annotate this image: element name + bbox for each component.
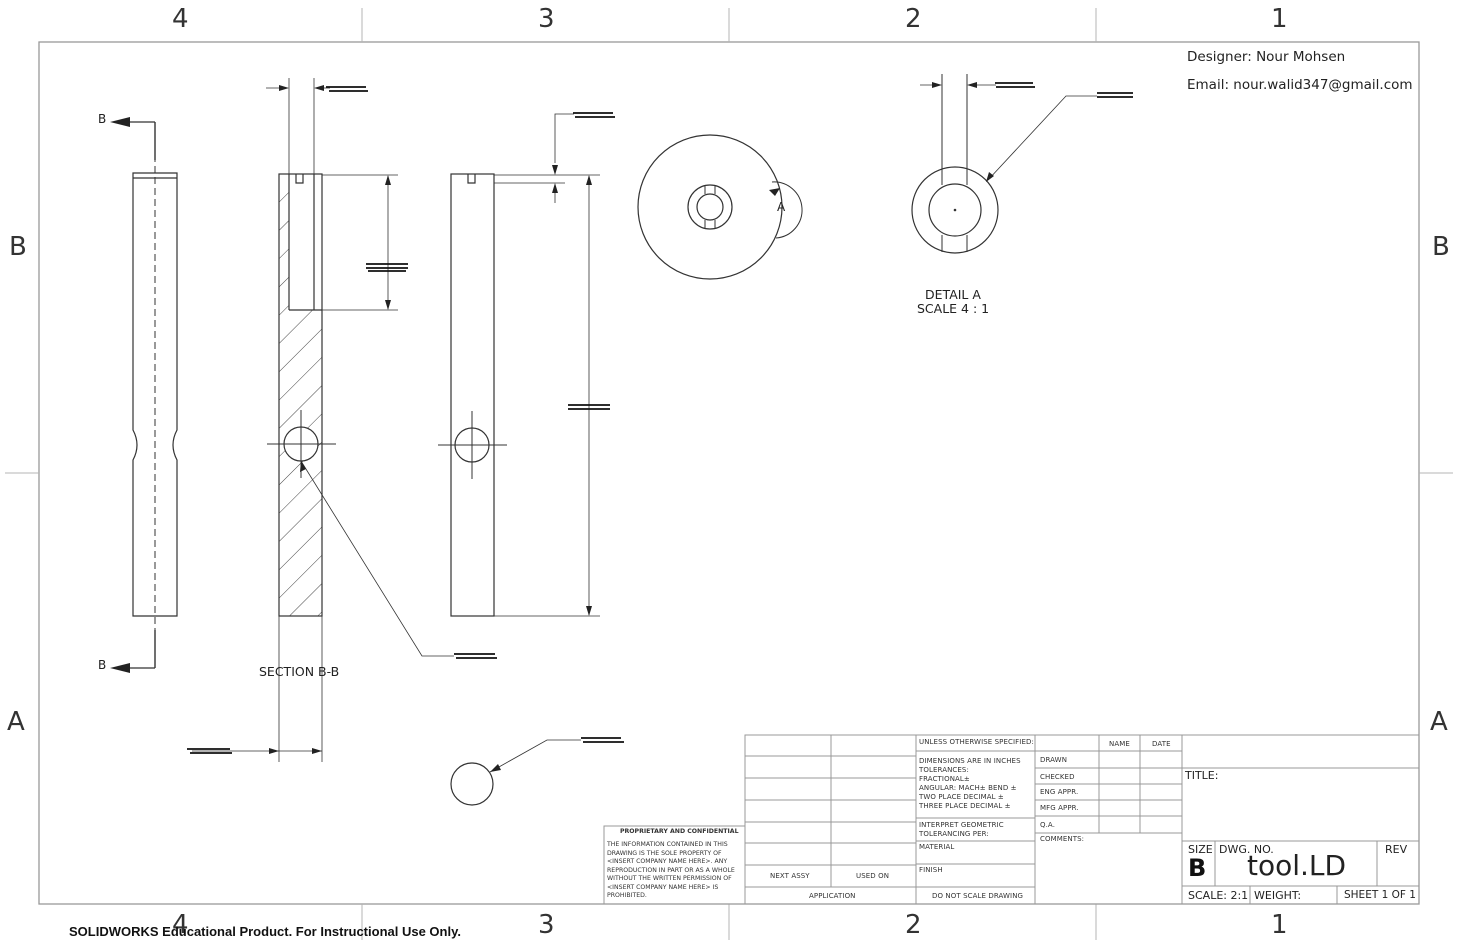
- size-label: SIZE: [1188, 843, 1213, 856]
- detail-a-view: [911, 74, 1097, 254]
- proprietary-line: REPRODUCTION IN PART OR AS A WHOLE: [607, 867, 735, 874]
- rev-label: REV: [1385, 843, 1408, 856]
- zone-col-bottom-3: 3: [538, 910, 555, 940]
- zone-col-bottom-1: 1: [1271, 910, 1288, 940]
- proprietary-line: THE INFORMATION CONTAINED IN THIS: [607, 841, 728, 848]
- sheet-label: SHEET 1 OF 1: [1344, 889, 1416, 901]
- qa-label: Q.A.: [1040, 821, 1056, 829]
- detail-marker-letter: A: [777, 200, 786, 214]
- comments-label: COMMENTS:: [1040, 835, 1085, 843]
- size-value: B: [1188, 854, 1207, 882]
- title-block-grid: [603, 734, 1420, 905]
- top-view: [637, 134, 803, 280]
- cut-label-top: B: [98, 112, 107, 126]
- zone-row-left-b: B: [9, 232, 27, 262]
- detail-title: DETAIL A: [925, 287, 981, 302]
- section-label: SECTION B-B: [259, 664, 340, 679]
- zone-row-right-a: A: [1430, 707, 1448, 737]
- title-label: TITLE:: [1185, 769, 1219, 782]
- name-col-header: NAME: [1109, 740, 1130, 748]
- small-circle-view: [450, 739, 581, 806]
- dwg-no-label: DWG. NO.: [1219, 843, 1274, 856]
- eng-appr-label: ENG APPR.: [1040, 788, 1079, 796]
- date-col-header: DATE: [1152, 740, 1171, 748]
- redacted-dimensions: [187, 82, 1133, 754]
- material-label: MATERIAL: [919, 843, 955, 851]
- designer-name: Designer: Nour Mohsen: [1187, 49, 1346, 65]
- zone-col-top-4: 4: [172, 4, 189, 34]
- dims-line: THREE PLACE DECIMAL ±: [919, 802, 1011, 810]
- zone-col-bottom-4: 4: [172, 910, 189, 940]
- do-not-scale-label: DO NOT SCALE DRAWING: [932, 892, 1024, 900]
- used-on-label: USED ON: [856, 872, 890, 880]
- zone-col-top-3: 3: [538, 4, 555, 34]
- sheet-border: [5, 8, 1453, 940]
- dims-line: TWO PLACE DECIMAL ±: [919, 793, 1004, 801]
- dims-line: DIMENSIONS ARE IN INCHES: [919, 757, 1021, 765]
- zone-row-left-a: A: [7, 707, 25, 737]
- dims-line: FRACTIONAL±: [919, 775, 970, 783]
- front-view: [110, 117, 178, 673]
- proprietary-line: <INSERT COMPANY NAME HERE> IS: [607, 884, 719, 891]
- zone-col-top-1: 1: [1271, 4, 1288, 34]
- proprietary-title: PROPRIETARY AND CONFIDENTIAL: [620, 828, 739, 835]
- zone-row-right-b: B: [1432, 232, 1450, 262]
- detail-scale: SCALE 4 : 1: [917, 301, 990, 316]
- section-view: [192, 78, 454, 762]
- dwg-no-value: tool.LD: [1247, 849, 1347, 882]
- interpret-line: TOLERANCING PER:: [919, 830, 989, 838]
- next-assy-label: NEXT ASSY: [770, 872, 810, 880]
- zone-col-bottom-2: 2: [905, 910, 922, 940]
- checked-label: CHECKED: [1040, 773, 1075, 781]
- proprietary-line: <INSERT COMPANY NAME HERE>. ANY: [607, 858, 728, 865]
- mfg-appr-label: MFG APPR.: [1040, 804, 1079, 812]
- weight-label: WEIGHT:: [1254, 889, 1302, 902]
- unless-label: UNLESS OTHERWISE SPECIFIED:: [919, 738, 1034, 746]
- proprietary-line: PROHIBITED.: [607, 892, 647, 899]
- side-view: [438, 113, 600, 617]
- application-label: APPLICATION: [809, 892, 856, 900]
- drawn-label: DRAWN: [1040, 756, 1068, 764]
- cut-label-bottom: B: [98, 658, 107, 672]
- zone-col-top-2: 2: [905, 4, 922, 34]
- proprietary-line: DRAWING IS THE SOLE PROPERTY OF: [607, 850, 722, 857]
- educational-watermark: SOLIDWORKS Educational Product. For Inst…: [69, 924, 461, 939]
- dims-line: ANGULAR: MACH± BEND ±: [919, 784, 1017, 792]
- proprietary-line: WITHOUT THE WRITTEN PERMISSION OF: [607, 875, 732, 882]
- dims-line: TOLERANCES:: [919, 766, 969, 774]
- scale-label: SCALE: 2:1: [1188, 889, 1249, 902]
- finish-label: FINISH: [919, 866, 943, 874]
- interpret-line: INTERPRET GEOMETRIC: [919, 821, 1004, 829]
- designer-email: Email: nour.walid347@gmail.com: [1187, 77, 1413, 93]
